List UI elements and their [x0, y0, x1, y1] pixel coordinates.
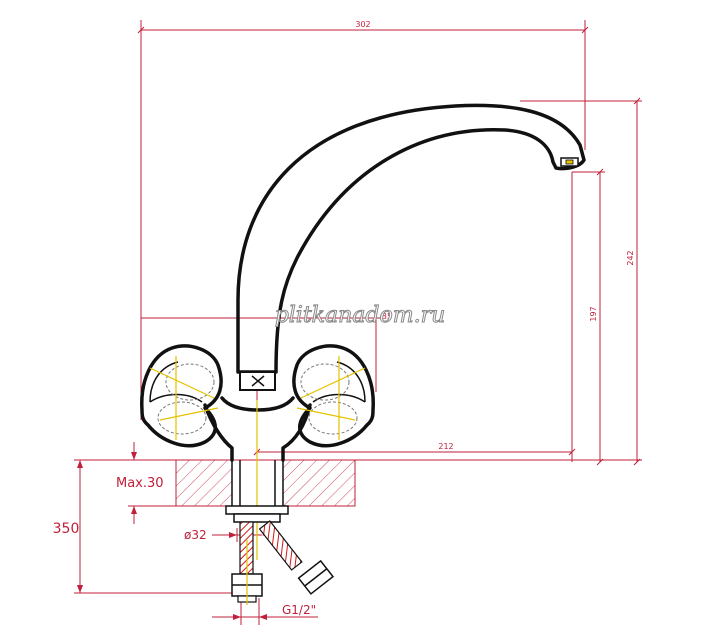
- right-valve-handle: [292, 344, 375, 448]
- dimension-lines: [74, 20, 642, 625]
- dim-35: 35: [382, 312, 392, 321]
- dimension-labels: 302 242 197 212 35 Max.30 350 ø32 G1/2": [53, 20, 635, 617]
- left-valve-handle: [140, 344, 223, 448]
- countertop: [175, 459, 356, 507]
- dim-height-total: 242: [626, 250, 635, 265]
- mounting-assembly: [225, 400, 335, 605]
- dim-overall-width: 302: [355, 20, 370, 29]
- dim-reach: 212: [438, 442, 453, 451]
- dim-below-counter: 350: [53, 521, 80, 537]
- dim-max-thickness: Max.30: [116, 476, 164, 491]
- dim-hole-diameter: ø32: [184, 528, 207, 542]
- right-hose: [258, 520, 303, 571]
- aerator-inner: [565, 159, 574, 165]
- watermark: plitkanadom.ru: [275, 303, 446, 328]
- dim-thread: G1/2": [282, 603, 316, 617]
- dim-height-spout: 197: [589, 306, 598, 321]
- faucet-spout: [236, 103, 586, 391]
